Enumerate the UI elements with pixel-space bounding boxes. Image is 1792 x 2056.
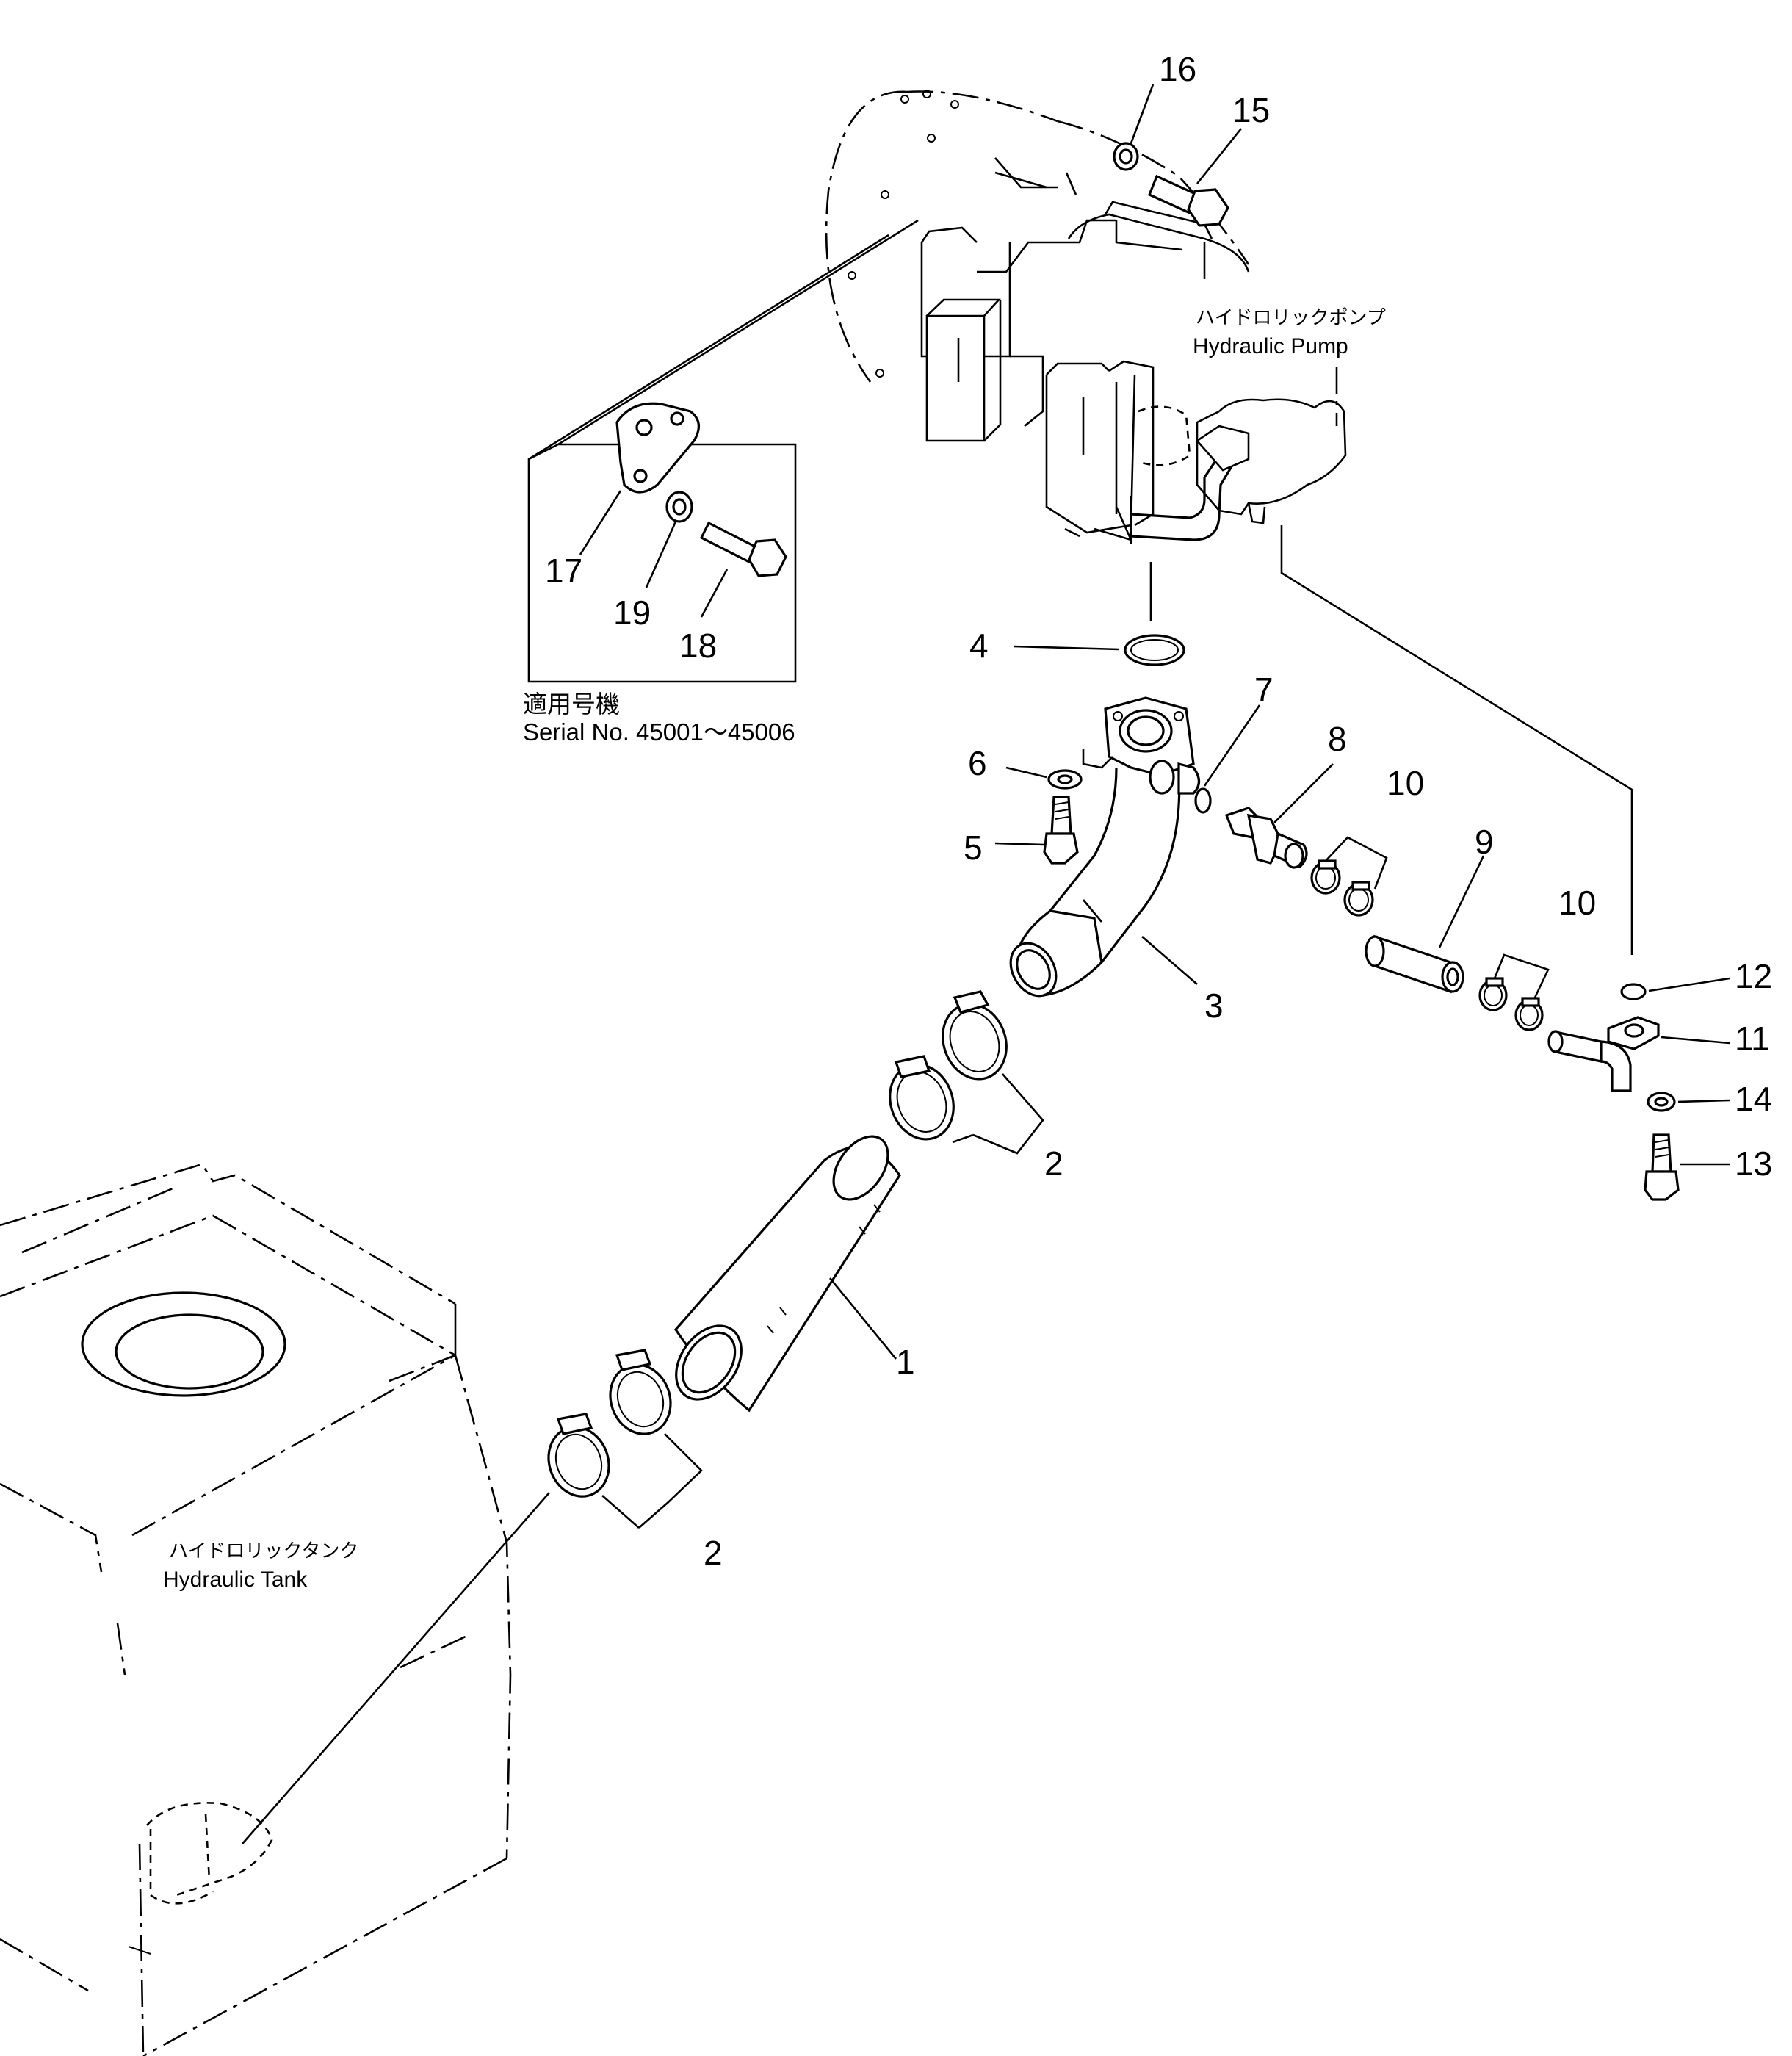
- part-number-2-upper: 2: [1044, 1144, 1063, 1183]
- part-11-elbow-fitting: [1547, 1016, 1730, 1092]
- part-number-7: 7: [1254, 671, 1273, 709]
- part-10-clamp-c: [1478, 977, 1508, 1011]
- part-number-19: 19: [613, 594, 651, 632]
- serial-label-en: Serial No. 45001～45006: [523, 718, 795, 746]
- part-number-18: 18: [679, 627, 717, 665]
- hydraulic-tank: [0, 1163, 512, 2056]
- part-4-o-ring: [1013, 562, 1185, 666]
- part-number-3: 3: [1204, 986, 1224, 1025]
- part-number-14: 14: [1735, 1080, 1772, 1118]
- part-13-bolt: [1644, 1133, 1730, 1201]
- pump-label-en: Hydraulic Pump: [1193, 334, 1348, 358]
- part-16-washer: [1113, 84, 1155, 171]
- part-6-washer: [1005, 749, 1113, 790]
- part-number-callouts: 16 15 17 19 18 4 7 8 10 6 5 9 10 3 12 11…: [545, 50, 1772, 1572]
- part-number-1: 1: [896, 1343, 915, 1381]
- part-10-clamp-b: [1343, 881, 1374, 917]
- part-8-fitting: [1224, 763, 1334, 869]
- part-number-4: 4: [969, 627, 989, 665]
- serial-label-jp: 適用号機: [523, 690, 620, 718]
- part-9-hose: [1365, 855, 1485, 994]
- part-3-elbow: [1009, 696, 1201, 998]
- part-2-clamp-lower-b: [547, 1413, 610, 1498]
- part-1-hose: [673, 1135, 901, 1413]
- part-14-washer: [1647, 1092, 1730, 1112]
- part-number-11: 11: [1735, 1020, 1770, 1058]
- part-number-10-lower: 10: [1558, 884, 1596, 922]
- part-number-6: 6: [968, 744, 987, 782]
- part-number-10-upper: 10: [1387, 764, 1424, 802]
- part-10-clamp-a: [1310, 859, 1341, 895]
- part-12-o-ring: [1620, 977, 1730, 1000]
- tank-label-jp: ハイドロリックタンク: [169, 1540, 358, 1562]
- tank-routing-line: [242, 1492, 550, 1844]
- part-2-clamp-upper-b: [889, 1055, 955, 1141]
- part-15-bolt: [1147, 128, 1243, 227]
- drain-routing-line: [1280, 525, 1633, 955]
- part-number-15: 15: [1232, 91, 1270, 129]
- hydraulic-pump: [825, 90, 1347, 544]
- part-number-5: 5: [964, 829, 983, 867]
- part-number-2-lower: 2: [704, 1534, 723, 1572]
- serial-inset: 適用号機 Serial No. 45001～45006: [523, 219, 919, 746]
- pump-caption: ハイドロリックポンプ Hydraulic Pump: [1193, 307, 1386, 426]
- part-number-9: 9: [1475, 823, 1494, 861]
- part-number-8: 8: [1328, 720, 1347, 758]
- part-2-clamp-lower-a: [609, 1349, 672, 1435]
- part-17-plate-shape: [615, 402, 700, 494]
- part-10-clamp-d: [1514, 997, 1544, 1031]
- tank-caption: ハイドロリックタンク Hydraulic Tank: [163, 1540, 358, 1592]
- part-number-13: 13: [1735, 1144, 1772, 1183]
- part-7-o-ring: [1194, 704, 1261, 814]
- part-number-16: 16: [1159, 50, 1196, 88]
- part-number-17: 17: [545, 552, 582, 590]
- tank-label-en: Hydraulic Tank: [163, 1568, 308, 1592]
- part-number-12: 12: [1735, 957, 1772, 995]
- pump-label-jp: ハイドロリックポンプ: [1196, 307, 1386, 329]
- part-2-clamp-upper-a: [942, 990, 1008, 1081]
- part-5-bolt: [994, 796, 1079, 865]
